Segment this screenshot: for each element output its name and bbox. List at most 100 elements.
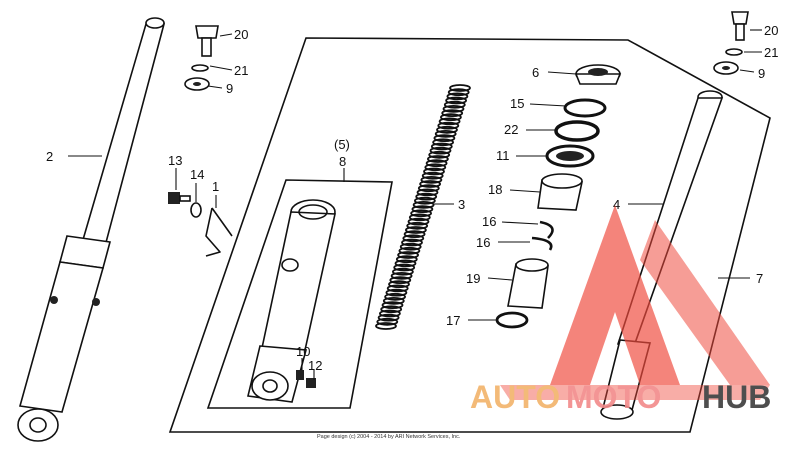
spring-coil xyxy=(445,96,468,105)
spring-coil xyxy=(433,134,456,143)
bolt-20-left xyxy=(195,25,219,57)
washer-22 xyxy=(554,120,600,142)
callout-20-left: 20 xyxy=(234,27,248,42)
watermark-word-hub: HUB xyxy=(702,379,771,415)
bolt-10 xyxy=(296,370,304,380)
callout-10: 10 xyxy=(296,344,310,359)
spring-coil xyxy=(442,105,465,113)
dust-seal-6 xyxy=(574,64,622,85)
o-ring-21-right xyxy=(725,48,743,56)
spring-coil xyxy=(410,209,433,218)
spring-coil xyxy=(429,146,452,155)
washer-9-right xyxy=(713,61,739,75)
back-up-ring-18 xyxy=(537,173,583,211)
spring-coil xyxy=(401,238,423,247)
callout-3: 3 xyxy=(458,197,465,212)
bolt-20-right xyxy=(731,11,749,41)
spring-coil xyxy=(419,180,442,188)
callout-6: 6 xyxy=(532,65,539,80)
washer-9-left xyxy=(184,77,210,91)
spring-coil xyxy=(406,221,429,230)
callout-21-right: 21 xyxy=(764,45,778,60)
o-ring-21-left xyxy=(191,64,209,72)
spring-coil xyxy=(415,192,438,201)
watermark-word-moto: MOTO xyxy=(566,379,661,415)
spring-coil xyxy=(375,322,397,330)
spring-coil xyxy=(432,138,455,147)
callout-12: 12 xyxy=(308,358,322,373)
spring-coil xyxy=(426,155,449,163)
watermark-word-auto: AUTO xyxy=(470,379,560,415)
spring-coil xyxy=(393,263,416,272)
spring-coil xyxy=(399,242,422,251)
spring-coil xyxy=(408,213,431,222)
assembly-frame xyxy=(168,37,771,433)
fork-tube-left xyxy=(17,17,166,442)
spring-coil xyxy=(420,175,443,184)
callout-13: 13 xyxy=(168,153,182,168)
leader-lines xyxy=(68,29,762,380)
circlip-16-upper xyxy=(539,220,554,239)
callout-15: 15 xyxy=(510,96,524,111)
drain-bolt-13 xyxy=(168,192,191,204)
spring-coil xyxy=(378,309,401,318)
spring-coil xyxy=(380,305,403,314)
callout-20-right: 20 xyxy=(764,23,778,38)
triangle-logo-icon xyxy=(500,205,770,400)
spring-coil xyxy=(443,100,466,109)
clip-1 xyxy=(205,207,233,257)
callout-16-lower: 16 xyxy=(476,235,490,250)
spring-coil xyxy=(437,121,460,130)
spring-coil xyxy=(398,246,421,255)
spring-coil xyxy=(390,271,413,280)
spring-coil xyxy=(403,230,426,239)
bottom-case-8 xyxy=(247,199,336,403)
spring-coil xyxy=(430,142,453,151)
callout-5: (5) xyxy=(334,137,350,152)
callout-labels: 2 20 21 9 13 14 1 (5) 8 10 12 3 6 15 22 … xyxy=(46,23,778,373)
callout-9-left: 9 xyxy=(226,81,233,96)
callout-14: 14 xyxy=(190,167,204,182)
fork-spring-3 xyxy=(375,84,471,330)
spring-coil xyxy=(404,226,427,234)
snap-ring-17 xyxy=(495,311,529,329)
spring-coil xyxy=(391,267,414,276)
spring-coil xyxy=(384,292,407,301)
spring-coil xyxy=(425,159,448,168)
callout-8: 8 xyxy=(339,154,346,169)
spring-coil xyxy=(388,280,410,289)
spring-coil xyxy=(423,167,445,176)
spring-coil xyxy=(434,129,457,138)
callout-16-upper: 16 xyxy=(482,214,496,229)
spring-coil xyxy=(394,259,417,268)
callout-11: 11 xyxy=(496,148,510,163)
washer-14 xyxy=(190,202,202,218)
callout-22: 22 xyxy=(504,122,518,137)
spring-coil xyxy=(421,171,444,180)
spring-coil xyxy=(411,205,434,214)
spring-coil xyxy=(438,117,461,126)
callout-19: 19 xyxy=(466,271,480,286)
spring-coil xyxy=(382,296,405,305)
copyright-notice: Page design (c) 2004 - 2014 by ARI Netwo… xyxy=(317,434,461,440)
spring-coil xyxy=(386,284,409,293)
spring-coil xyxy=(447,88,470,97)
callout-7: 7 xyxy=(756,271,763,286)
bolt-12 xyxy=(306,378,316,388)
automotohub-watermark: AUTO MOTO HUB xyxy=(470,205,771,415)
spring-coil xyxy=(424,163,447,172)
spring-coil xyxy=(402,234,425,243)
spring-coil xyxy=(377,313,400,322)
stopper-ring-15 xyxy=(563,98,607,118)
spring-coil xyxy=(407,217,430,226)
callout-1: 1 xyxy=(212,179,219,194)
spring-coil xyxy=(397,251,420,259)
callout-9-right: 9 xyxy=(758,66,765,81)
spring-coil xyxy=(381,301,404,310)
oil-seal-11 xyxy=(545,144,595,168)
spring-coil xyxy=(395,255,418,264)
callout-4: 4 xyxy=(613,197,620,212)
spring-coil xyxy=(416,188,439,197)
spring-coil xyxy=(441,109,464,117)
callout-21-left: 21 xyxy=(234,63,248,78)
